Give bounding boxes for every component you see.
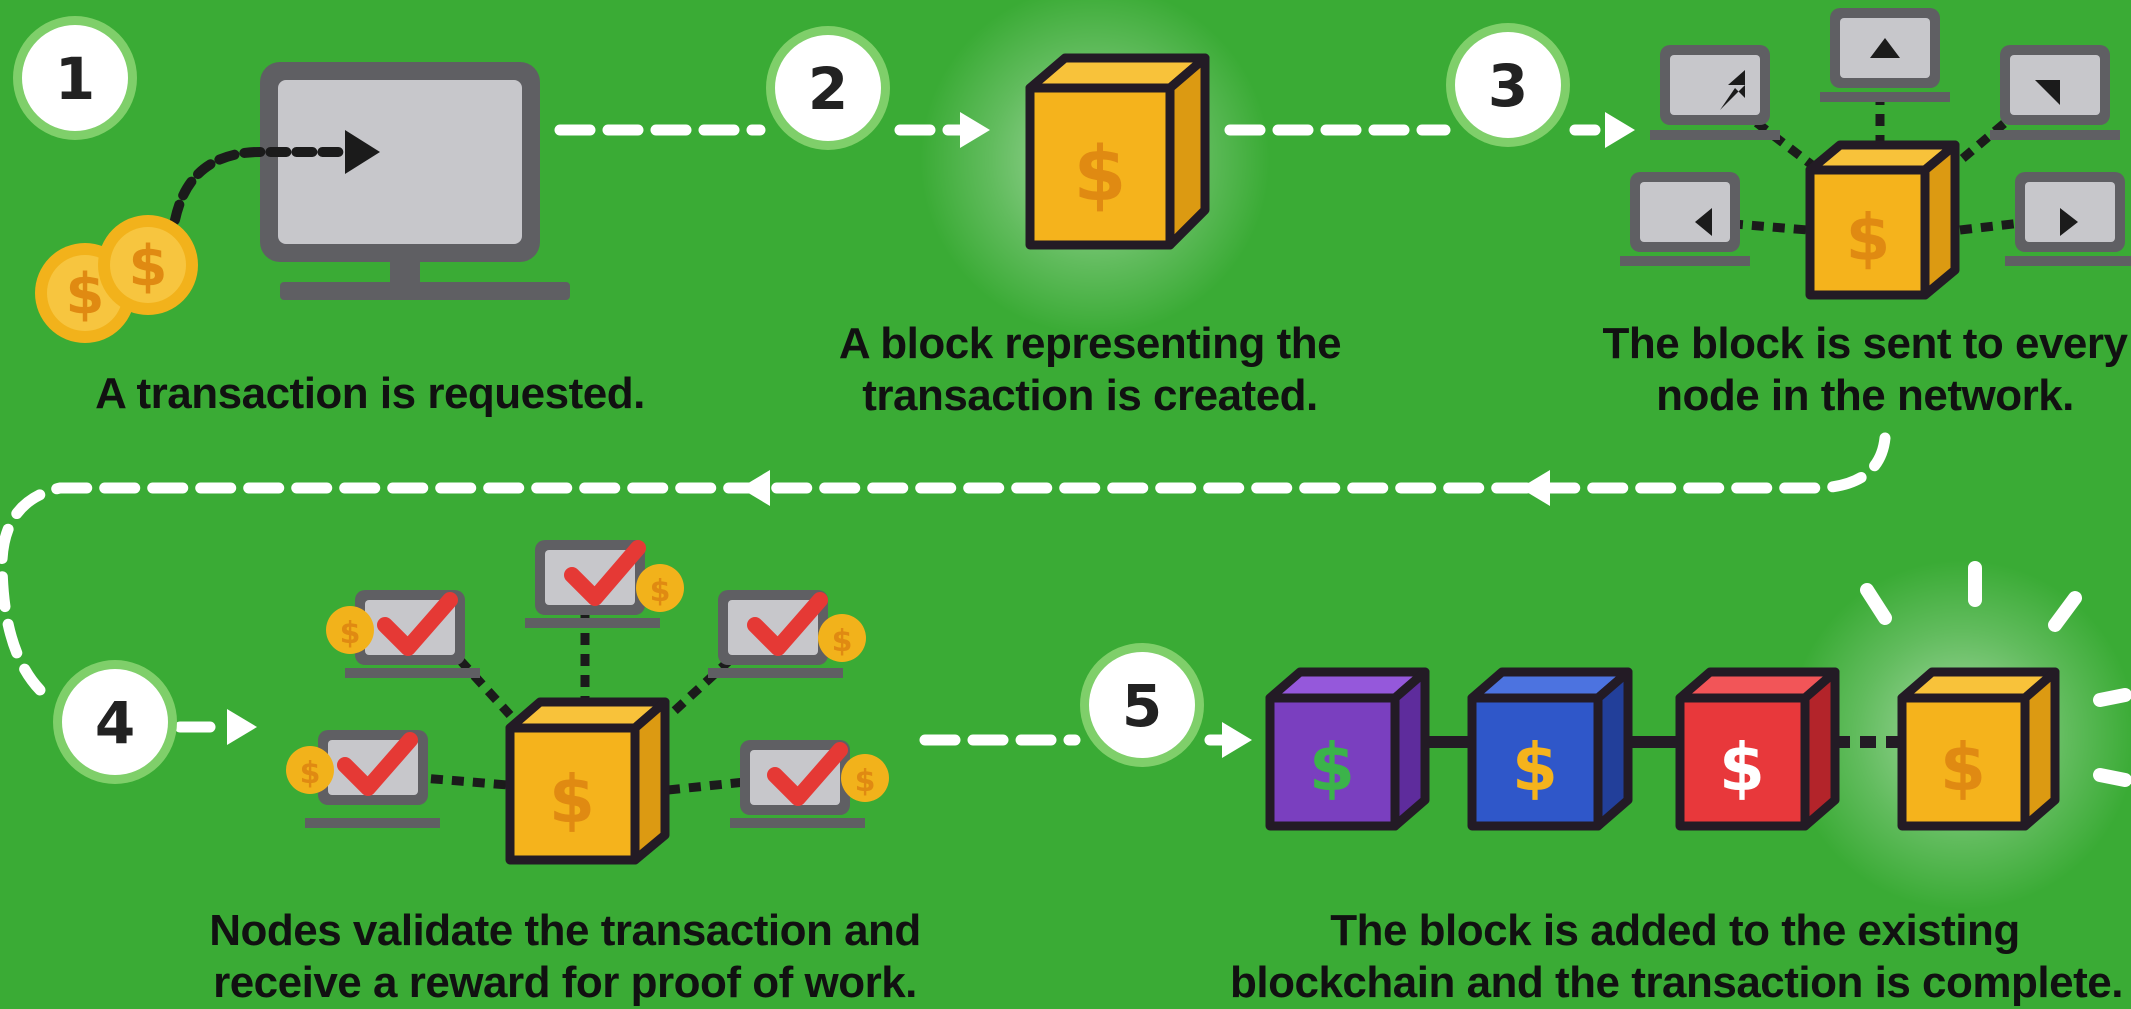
checkmark-icon bbox=[377, 592, 458, 656]
step-2-caption-line-1: A block representing the bbox=[838, 319, 1342, 368]
coin-icon bbox=[818, 614, 866, 662]
svg-text:$: $ bbox=[1512, 729, 1558, 806]
network-node-right bbox=[2005, 172, 2131, 266]
step-4-caption-line-1: Nodes validate the transaction and bbox=[209, 906, 921, 955]
svg-text:$: $ bbox=[66, 262, 105, 327]
validator-node-top: $ bbox=[525, 540, 684, 628]
checkmark-icon bbox=[767, 742, 848, 806]
coin-stack-icon: $ $ bbox=[35, 215, 198, 343]
validator-node-lower-right: $ bbox=[730, 740, 889, 828]
validator-node-upper-right: $ bbox=[708, 590, 866, 678]
step-5-caption-line-1: The block is added to the existing bbox=[1330, 906, 2020, 955]
arrowhead-right-icon bbox=[227, 709, 257, 745]
step-1-illustration: $ $ bbox=[35, 62, 570, 343]
arrowhead-right-icon bbox=[1605, 112, 1635, 148]
coin-icon bbox=[286, 746, 334, 794]
step-number-badge-3: 3 bbox=[1446, 23, 1570, 147]
step-number-badge-2: 2 bbox=[766, 26, 890, 150]
step-4-caption: Nodes validate the transaction and recei… bbox=[190, 905, 940, 1009]
flow-return-path bbox=[0, 432, 1891, 696]
checkmark-icon bbox=[337, 732, 418, 796]
step-number-badge-4: 4 bbox=[53, 660, 177, 784]
chain-block-purple bbox=[1265, 667, 1430, 831]
svg-text:$: $ bbox=[1074, 129, 1127, 218]
checkmark-icon bbox=[747, 592, 828, 656]
block-cube-icon bbox=[505, 697, 670, 865]
svg-text:$: $ bbox=[129, 234, 168, 299]
svg-text:$: $ bbox=[1719, 729, 1765, 806]
svg-text:$: $ bbox=[340, 616, 361, 651]
step-number-5: 5 bbox=[1122, 672, 1162, 740]
block-cube-icon bbox=[1025, 53, 1210, 250]
step-2-caption: A block representing the transaction is … bbox=[810, 318, 1370, 422]
coin-icon bbox=[841, 754, 889, 802]
block-cube-icon bbox=[1805, 140, 1960, 300]
arrowhead-left-icon bbox=[1520, 470, 1550, 506]
validation-connections bbox=[409, 612, 746, 795]
validator-node-upper-left: $ bbox=[326, 590, 480, 678]
transaction-dotted-arrow bbox=[170, 146, 350, 225]
step-4-caption-line-2: receive a reward for proof of work. bbox=[213, 958, 917, 1007]
step-5-caption-line-2: blockchain and the transaction is comple… bbox=[1230, 958, 2123, 1007]
computer-monitor-icon bbox=[260, 62, 570, 300]
svg-text:$: $ bbox=[1940, 729, 1986, 806]
step-2-illustration: $ bbox=[920, 0, 1270, 335]
svg-text:$: $ bbox=[1309, 729, 1355, 806]
glow-rays bbox=[1860, 561, 2131, 787]
step-number-badge-1: 1 bbox=[13, 16, 137, 140]
svg-text:$: $ bbox=[832, 624, 853, 659]
svg-text:$: $ bbox=[300, 756, 321, 791]
chain-block-blue bbox=[1467, 667, 1633, 831]
coin-icon bbox=[326, 606, 374, 654]
step-3-illustration: $ bbox=[1620, 8, 2131, 300]
network-node-left bbox=[1620, 172, 1750, 266]
network-node-top-right bbox=[1990, 45, 2120, 140]
step-4-illustration: $ $ $ $ bbox=[286, 540, 889, 865]
step-number-3: 3 bbox=[1488, 52, 1528, 120]
svg-text:$: $ bbox=[1846, 202, 1891, 276]
flow-arrows bbox=[0, 124, 1891, 746]
network-node-top-left bbox=[1650, 45, 1780, 140]
svg-text:$: $ bbox=[549, 761, 595, 838]
step-number-1: 1 bbox=[55, 45, 95, 113]
step-5-caption: The block is added to the existing block… bbox=[1230, 905, 2123, 1009]
arrowhead-left-icon bbox=[740, 470, 770, 506]
step-3-caption-line-1: The block is sent to every bbox=[1602, 319, 2128, 368]
step-badges: 1 2 3 4 5 bbox=[13, 16, 1570, 784]
checkmark-icon bbox=[564, 540, 646, 606]
step-3-caption-line-2: node in the network. bbox=[1656, 371, 2074, 420]
svg-text:$: $ bbox=[855, 764, 876, 799]
step-number-2: 2 bbox=[808, 55, 848, 123]
chain-block-new-gold bbox=[1897, 667, 2060, 831]
step-number-4: 4 bbox=[95, 689, 135, 757]
network-node-top bbox=[1820, 8, 1950, 102]
step-number-badge-5: 5 bbox=[1080, 643, 1204, 767]
arrowhead-right-icon bbox=[1222, 722, 1252, 758]
chain-block-red bbox=[1675, 667, 1840, 831]
svg-text:$: $ bbox=[650, 574, 671, 609]
coin-icon bbox=[636, 564, 684, 612]
step-1-caption: A transaction is requested. bbox=[95, 369, 645, 418]
step-2-caption-line-2: transaction is created. bbox=[862, 371, 1318, 420]
validator-node-lower-left: $ bbox=[286, 730, 440, 828]
arrowhead-icon bbox=[345, 130, 380, 174]
step-3-caption: The block is sent to every node in the n… bbox=[1600, 318, 2130, 422]
step-5-illustration: $ $ $ $ bbox=[1265, 560, 2131, 910]
